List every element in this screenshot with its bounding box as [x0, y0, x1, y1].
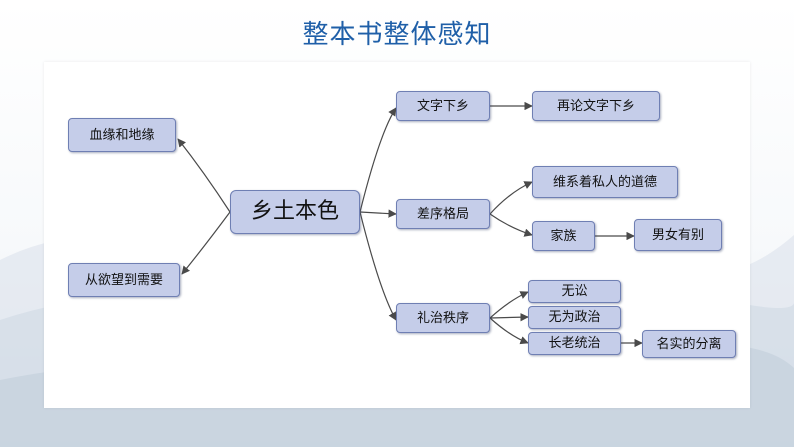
mindmap-panel: 血缘和地缘 从欲望到需要 乡土本色 文字下乡 再论文字下乡 差序格局 维系着私人…: [44, 62, 750, 408]
edge-center-to-wenzi: [359, 107, 397, 213]
node-family: 家族: [532, 221, 595, 251]
edge-lizhi-to-wuwei: [489, 313, 529, 322]
edge-lizhi-to-wusong: [489, 291, 529, 319]
slide-title: 整本书整体感知: [302, 20, 492, 50]
mindmap-connectors: [177, 101, 643, 348]
node-name-reality-separation: 名实的分离: [642, 330, 736, 358]
node-chaxu-geju: 差序格局: [396, 199, 490, 229]
node-rewenzi-xiaxiang: 再论文字下乡: [532, 91, 660, 121]
edge-lizhi-to-elder: [489, 317, 529, 345]
node-inaction-politics: 无为政治: [528, 306, 621, 329]
node-no-litigation: 无讼: [528, 280, 621, 303]
edge-center-to-lizhi: [359, 211, 397, 321]
edge-center-to-bloodline: [177, 138, 231, 213]
node-bloodline-geography: 血缘和地缘: [68, 118, 176, 152]
node-gender-distinction: 男女有别: [634, 219, 722, 251]
edge-chaxu-to-family: [489, 213, 533, 237]
node-wenzi-xiaxiang: 文字下乡: [396, 91, 490, 121]
node-center-rural-nature: 乡土本色: [230, 190, 360, 234]
node-lizhi-zhixu: 礼治秩序: [396, 303, 490, 333]
edge-chaxu-to-morality: [489, 181, 533, 215]
edge-center-to-desire: [181, 211, 231, 275]
node-elder-rule: 长老统治: [528, 332, 621, 355]
node-desire-to-need: 从欲望到需要: [68, 263, 180, 297]
edge-center-to-chaxu: [359, 209, 397, 218]
node-private-morality: 维系着私人的道德: [532, 166, 678, 198]
